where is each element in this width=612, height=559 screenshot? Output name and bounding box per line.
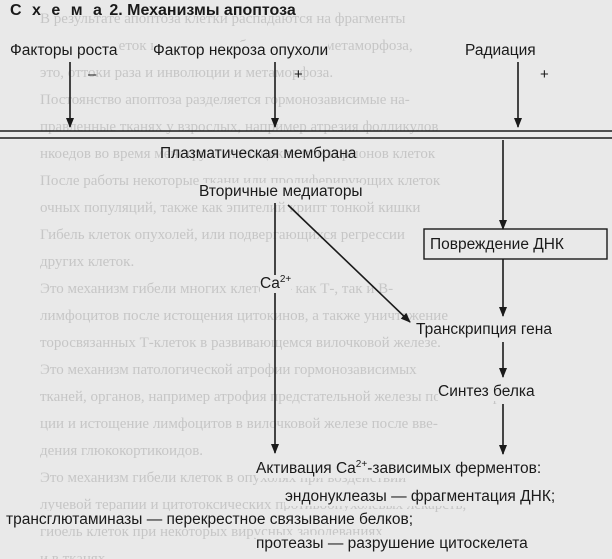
sign-tnf: + bbox=[294, 66, 303, 83]
diagram-title: С х е м а 2. Механизмы апоптоза bbox=[10, 2, 296, 20]
calcium-sup: 2+ bbox=[279, 273, 292, 285]
label-enzyme-activation: Активация Ca2+-зависимых ферментов: bbox=[256, 458, 542, 478]
label-growth-factors: Факторы роста bbox=[10, 42, 118, 60]
label-plasma-membrane: Плазматическая мембрана bbox=[160, 145, 357, 162]
activation-sup: 2+ bbox=[355, 458, 368, 470]
activation-prefix: Активация Ca bbox=[256, 460, 356, 477]
label-radiation: Радиация bbox=[465, 42, 536, 60]
activation-suffix: -зависимых ферментов: bbox=[367, 460, 542, 477]
sign-radiation: + bbox=[540, 66, 549, 83]
label-dna-damage: Повреждение ДНК bbox=[430, 236, 564, 254]
dna-damage-box bbox=[423, 228, 608, 260]
label-calcium: Ca2+ bbox=[260, 273, 292, 293]
title-scheme: С х е м а bbox=[10, 2, 105, 19]
label-endonucleases: эндонуклеазы — фрагментация ДНК; bbox=[285, 488, 556, 506]
arrow-mediators-to-transcription bbox=[287, 204, 411, 323]
label-secondary-mediators: Вторичные медиаторы bbox=[199, 183, 363, 201]
label-gene-transcription: Транскрипция гена bbox=[416, 321, 552, 339]
label-tnf: Фактор некроза опухоли bbox=[153, 42, 329, 60]
calcium-base: Ca bbox=[260, 275, 280, 292]
label-proteases: протеазы — разрушение цитоскелета bbox=[256, 535, 528, 553]
label-protein-synthesis: Синтез белка bbox=[438, 383, 535, 401]
label-transglutaminases: трансглютаминазы — перекрестное связыван… bbox=[6, 511, 413, 529]
sign-growth-factors: – bbox=[88, 66, 97, 83]
title-rest: 2. Механизмы апоптоза bbox=[104, 2, 296, 19]
